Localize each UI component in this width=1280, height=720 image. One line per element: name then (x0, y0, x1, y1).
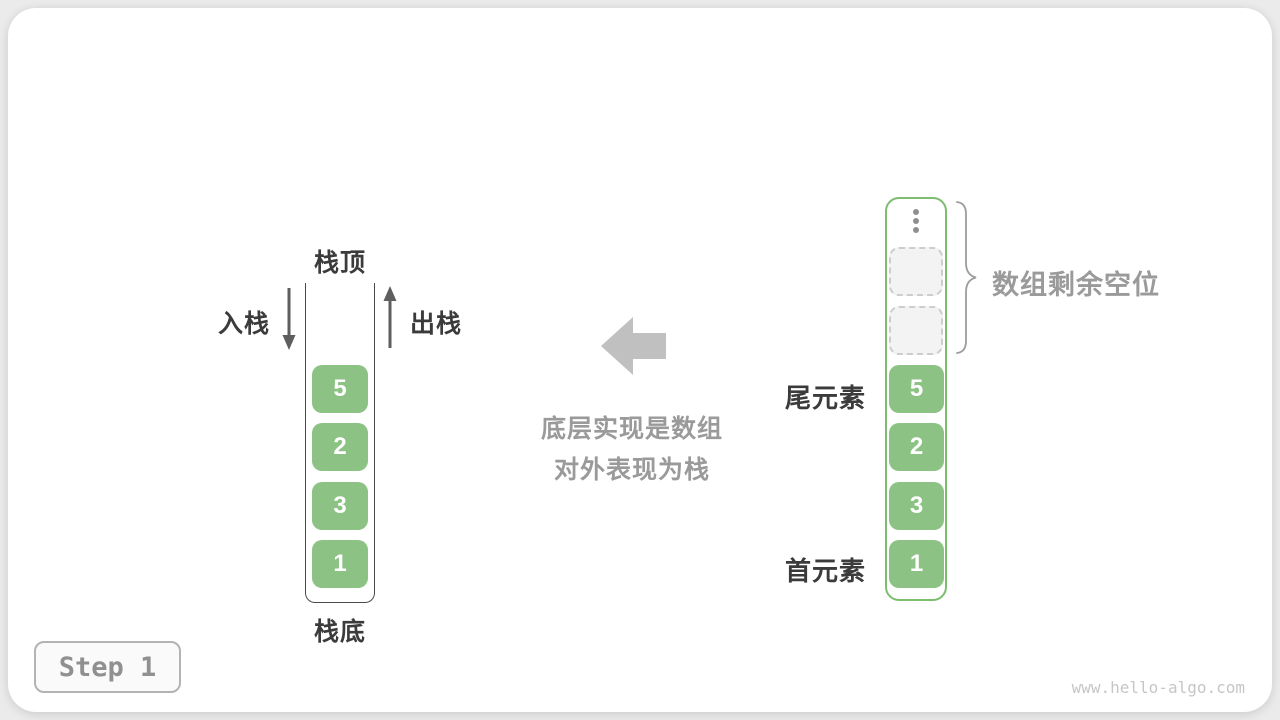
diagram-card (8, 8, 1272, 712)
stack-cell: 3 (312, 482, 368, 530)
tail-element-label: 尾元素 (784, 383, 866, 413)
free-slots-label: 数组剩余空位 (992, 270, 1160, 300)
array-empty-slot (889, 306, 943, 355)
pop-label: 出栈 (410, 310, 463, 338)
stack-top-label: 栈顶 (313, 249, 366, 277)
ellipsis-icon (913, 209, 919, 233)
caption-line-1: 底层实现是数组 (540, 415, 723, 443)
array-cell: 1 (889, 540, 944, 588)
caption-line-2: 对外表现为栈 (553, 456, 710, 484)
push-label: 入栈 (217, 310, 270, 338)
stack-cell: 1 (312, 540, 368, 588)
array-empty-slot (889, 247, 943, 296)
stack-cell: 5 (312, 365, 368, 413)
watermark: www.hello-algo.com (1071, 678, 1245, 697)
step-badge: Step 1 (34, 641, 181, 693)
array-cell: 5 (889, 365, 944, 413)
center-caption: 底层实现是数组 对外表现为栈 (512, 409, 752, 491)
array-cell: 2 (889, 423, 944, 471)
stack-bottom-label: 栈底 (313, 618, 366, 646)
array-cell: 3 (889, 482, 944, 530)
stack-cell: 2 (312, 423, 368, 471)
head-element-label: 首元素 (784, 556, 866, 586)
